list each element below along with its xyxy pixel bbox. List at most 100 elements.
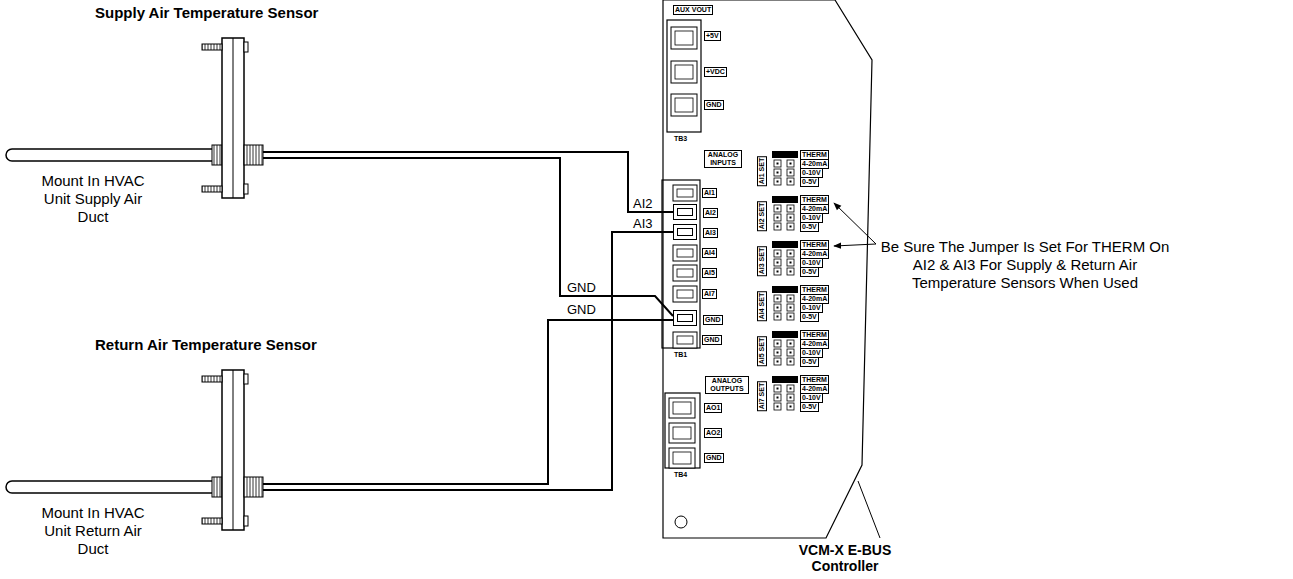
terminal-slot [671,27,697,49]
jumper-pin [787,349,794,356]
jumper-pin [774,340,781,347]
jumper-pin [774,358,781,365]
jumper-pin [774,268,781,275]
jumper-name: AI1 SET [757,156,767,186]
jumper-pin-dot [777,307,779,309]
jumper-pin [774,250,781,257]
wire-label: AI3 [632,217,654,230]
terminal-screw [675,98,693,112]
jumper-pin [787,160,794,167]
wire-label: AI2 [632,197,654,210]
terminal-slot [673,332,697,348]
board-label: 0-5V [800,222,819,232]
wire [263,232,673,490]
leader-line [858,481,880,538]
jumper-pin-dot [777,388,779,390]
jumper-pin [787,340,794,347]
terminal-housing [665,393,700,468]
terminal-slot [673,286,697,302]
jumper-pin-dot [777,406,779,408]
terminal-label: AI3 [703,228,718,238]
board-label: GND [704,100,724,110]
terminal-screw [675,31,693,45]
jumper-pin [787,358,794,365]
jumper-pin [787,214,794,221]
terminal-slot [669,448,695,468]
jumper-pin-dot [777,316,779,318]
jumper-pin [774,259,781,266]
jumper-pin-dot [790,361,792,363]
terminal-screw [673,402,691,414]
jumper-pin-dot [777,253,779,255]
terminal: AI3 [673,224,697,240]
jumper-pin [774,169,781,176]
terminal-slot [671,94,697,116]
jumper-pin-dot [777,298,779,300]
board-label: +VDC [704,67,727,77]
terminal-screw [673,427,691,439]
terminal-slot [669,398,695,418]
board-label: GND [704,453,724,463]
jumper-pin-dot [790,316,792,318]
terminal-slot [669,423,695,443]
controller-name: VCM-X E-BUS Controller [785,542,905,574]
terminal-label: GND [703,315,723,325]
board-outline [660,0,874,579]
board-label: AO1 [704,403,722,413]
jumper-pin [774,385,781,392]
jumper-pin-dot [790,343,792,345]
jumper-pin-dot [790,172,792,174]
board-label: +5V [704,31,721,41]
jumper-pin-dot [790,217,792,219]
jumper-pin [787,313,794,320]
jumper-name: AI5 SET [757,336,767,366]
jumper-pin [774,394,781,401]
board-label: 0-5V [800,357,819,367]
jumper-pin [774,214,781,221]
board-label: AI4 [702,248,717,258]
board-label: AI7 [702,289,717,299]
jumper-pin-dot [777,352,779,354]
jumper-pin-dot [777,361,779,363]
callout-arrow [834,244,876,246]
terminal-slot [673,265,697,281]
terminal-slots [669,27,697,468]
jumper-pin [774,160,781,167]
board-label: TB3 [674,135,687,143]
sensor-node: Supply Air Temperature SensorMount In HV… [215,36,263,200]
jumper-pin-dot [790,352,792,354]
jumper-pin-dot [790,181,792,183]
jumper-pin-dot [790,298,792,300]
jumper-pin-dot [790,397,792,399]
jumper-pin-dot [790,388,792,390]
jumper-shunt [772,376,798,383]
jumper-shunt [772,331,798,338]
board-label: GND [702,335,722,345]
jumper-pin [787,394,794,401]
wire-label: GND [566,303,597,316]
wire [263,152,673,212]
wire [263,158,673,316]
board-label: AO2 [704,428,722,438]
jumper-shunt [772,286,798,293]
board-label: AUX VOUT [673,5,713,15]
board-label: AI5 [702,268,717,278]
jumper-pin [774,313,781,320]
board-label: ANALOG INPUTS [704,150,742,168]
terminal-slot [671,61,697,83]
board-label: 0-5V [800,402,819,412]
jumper-pin [787,403,794,410]
terminal-slot [673,185,697,201]
jumper-name: AI3 SET [757,246,767,276]
jumper-name: AI7 SET [757,381,767,411]
terminal-screw [673,452,691,464]
jumper-pin-dot [777,208,779,210]
jumper-pin-dot [790,406,792,408]
jumper-pin [787,304,794,311]
jumper-pin [787,223,794,230]
mount-note: Mount In HVAC Unit Return Air Duct [28,504,158,558]
jumper-pin-dot [790,271,792,273]
jumper-pin-dot [777,397,779,399]
board-label: TB1 [674,351,687,359]
jumper-pin [774,304,781,311]
